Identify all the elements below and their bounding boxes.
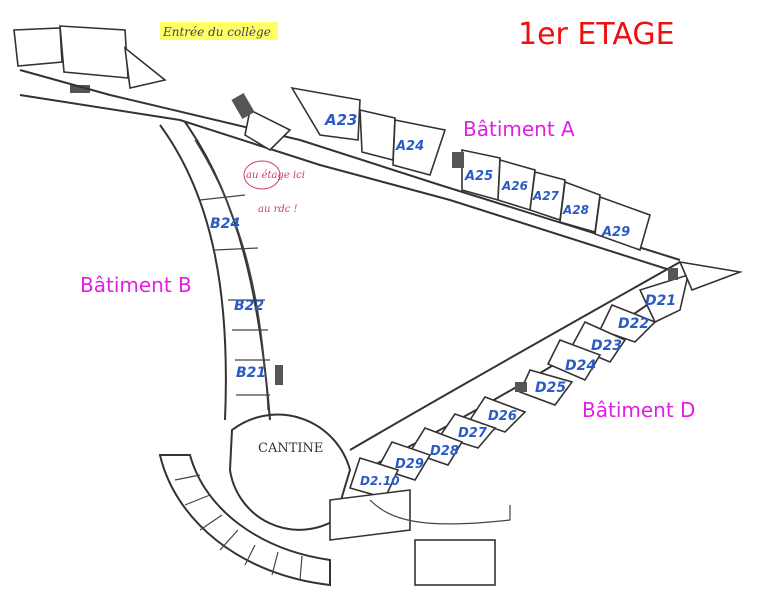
rooms-d: D21 D22 D23 D24 D25 D26 D27 D28 D29 D2.1… — [360, 293, 676, 488]
room-d24: D24 — [565, 358, 596, 374]
note-below: au rdc ! — [258, 204, 298, 215]
room-d27: D27 — [458, 426, 488, 441]
canteen-label: CANTINE — [258, 441, 323, 456]
room-a26: A26 — [501, 179, 528, 193]
canteen-area — [158, 413, 511, 587]
entrance-label: Entrée du collège — [162, 25, 271, 39]
room-d26: D26 — [488, 409, 517, 424]
building-b-outline — [159, 121, 283, 421]
floor-title: 1er ETAGE — [518, 17, 675, 52]
entrance-block — [13, 25, 167, 93]
building-a-label: Bâtiment A — [463, 117, 575, 141]
building-b-label: Bâtiment B — [80, 273, 192, 297]
room-a23: A23 — [324, 111, 357, 129]
room-a25: A25 — [464, 169, 493, 184]
note-bubble — [243, 160, 281, 190]
building-d-label: Bâtiment D — [582, 398, 695, 422]
room-b24: B24 — [210, 216, 240, 232]
room-d25: D25 — [535, 380, 566, 396]
room-d210: D2.10 — [360, 474, 400, 488]
note-bubble-text: au étage ici — [246, 170, 305, 181]
entrance-highlight — [160, 22, 278, 40]
room-a28: A28 — [562, 203, 589, 217]
room-d22: D22 — [618, 316, 649, 332]
room-d23: D23 — [591, 338, 622, 354]
rooms-b: B24 B22 B21 — [210, 216, 266, 381]
room-b21: B21 — [236, 365, 266, 381]
room-a24: A24 — [395, 139, 424, 154]
room-a27: A27 — [532, 189, 560, 203]
rooms-a: A23 A24 A25 A26 A27 A28 A29 — [324, 111, 630, 240]
room-d29: D29 — [395, 457, 424, 472]
room-d21: D21 — [645, 293, 676, 309]
room-a29: A29 — [601, 225, 630, 240]
building-a-outline — [19, 69, 681, 271]
room-d28: D28 — [430, 444, 459, 459]
room-b22: B22 — [234, 298, 264, 314]
building-d-outline — [348, 260, 744, 499]
